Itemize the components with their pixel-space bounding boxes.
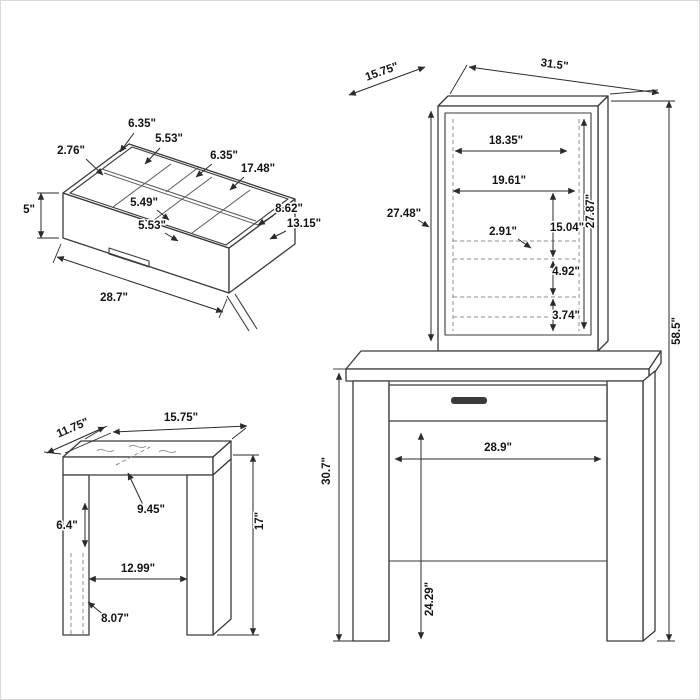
stool-inner-width-label: 12.99" — [121, 563, 155, 575]
stool-body — [62, 440, 232, 636]
dim-stool-height: 17" — [217, 454, 268, 636]
desk-drawer-front — [388, 384, 608, 422]
mirror-front-face — [437, 105, 599, 352]
stool-depth-label: 11.75" — [55, 416, 91, 440]
drawer-1748-label: 17.48" — [241, 163, 275, 175]
dim-drawer-635b: 6.35" — [195, 149, 239, 178]
stool-right-leg — [186, 474, 214, 636]
dim-stool-inner-width: 12.99" — [88, 562, 188, 583]
dim-stool-leg: 8.07" — [87, 601, 130, 627]
stool-diagram: 11.75" 15.75" 9.45" 6.4" 17" 12.99" — [43, 411, 268, 636]
dim-mirror-291: 2.91" — [488, 225, 532, 249]
drawer-height-label: 5" — [23, 204, 35, 216]
vanity-depth-label: 15.75" — [364, 61, 400, 84]
vanity-diagram: 15.75" 31.5" 18.35" 19.61" 27.87" 27.48" — [320, 56, 685, 642]
mirror-492-label: 4.92" — [552, 266, 580, 278]
desk-drawer-handle — [451, 397, 487, 404]
dim-drawer-1315: 13.15" — [269, 217, 323, 240]
drawer-width-label: 28.7" — [100, 292, 128, 304]
dim-drawer-height: 5" — [22, 192, 59, 239]
dim-mirror-374: 3.74" — [549, 298, 581, 332]
dim-mirror-1961: 19.61" — [452, 174, 576, 195]
drawer-diagram: 2.76" 6.35" 5.53" 6.35" 17.48" 5" 5.49" — [22, 117, 323, 332]
mirror-1835-label: 18.35" — [489, 135, 523, 147]
dim-drawer-553a: 5.53" — [144, 132, 184, 165]
stool-height-label: 17" — [254, 512, 266, 530]
mirror-hidden-shelves — [452, 119, 580, 331]
mirror-2787-label: 27.87" — [585, 194, 597, 228]
desk-inner-width-label: 28.9" — [484, 442, 512, 454]
desk-body — [345, 350, 662, 642]
mirror-374-label: 3.74" — [552, 310, 580, 322]
stool-width-label: 15.75" — [164, 412, 198, 424]
dim-mirror-1835: 18.35" — [454, 134, 568, 155]
desk-left-panel — [352, 380, 390, 642]
desk-right-panel — [606, 380, 644, 642]
dim-stool-width: 15.75" — [64, 411, 248, 454]
desk-height-label: 30.7" — [321, 457, 333, 485]
mirror-2748-label: 27.48" — [387, 208, 421, 220]
drawer-635a-label: 6.35" — [128, 118, 156, 130]
drawer-553b-label: 5.53" — [138, 220, 166, 232]
stool-seat-front — [62, 456, 214, 476]
dim-drawer-553b: 5.53" — [137, 219, 179, 242]
mirror-1961-label: 19.61" — [492, 175, 526, 187]
dim-mirror-2748: 27.48" — [385, 110, 435, 342]
drawer-553a-label: 5.53" — [155, 133, 183, 145]
dim-drawer-549: 5.49" — [129, 196, 170, 221]
dim-vanity-width: 31.5" — [449, 56, 660, 96]
drawer-slide-rails — [226, 293, 258, 332]
desk-right-panel-side — [642, 370, 656, 642]
drawer-1315-label: 13.15" — [287, 218, 321, 230]
dim-drawer-1748: 17.48" — [229, 162, 277, 191]
mirror-right-face — [597, 95, 609, 352]
stool-seat-depth-label: 9.45" — [137, 504, 165, 516]
drawer-276-label: 2.76" — [57, 145, 85, 157]
dim-drawer-862: 8.62" — [257, 202, 304, 226]
dim-drawer-276: 2.76" — [56, 144, 104, 176]
dim-drawer-635a: 6.35" — [119, 117, 157, 153]
dim-drawer-overall-width: 28.7" — [52, 243, 228, 319]
dim-vanity-depth: 15.75" — [348, 59, 426, 96]
dim-stool-64: 6.4" — [55, 502, 89, 548]
mirror-inner-frame — [444, 112, 592, 336]
mirror-cabinet — [437, 95, 609, 352]
dim-desk-height: 30.7" — [320, 368, 353, 642]
desk-top-surface — [345, 350, 662, 370]
stool-64-label: 6.4" — [56, 520, 77, 532]
dim-mirror-492: 4.92" — [549, 260, 581, 296]
vanity-width-label: 31.5" — [540, 57, 569, 73]
drawer-inner-rim — [69, 146, 289, 246]
drawer-top-rim — [62, 143, 296, 249]
stool-left-leg — [62, 474, 90, 636]
desk-top-front-edge — [345, 368, 650, 382]
vanity-total-height-label: 58.5" — [671, 317, 683, 345]
drawer-635b-label: 6.35" — [210, 150, 238, 162]
dim-mirror-2787: 27.87" — [580, 118, 599, 330]
dim-desk-inner-width: 28.9" — [394, 441, 602, 463]
desk-knee-height-label: 24.29" — [424, 582, 436, 616]
drawer-549-label: 5.49" — [130, 197, 158, 209]
mirror-291-label: 2.91" — [489, 226, 517, 238]
dim-mirror-1504: 15.04" — [548, 192, 586, 258]
drawer-dividers — [101, 163, 259, 234]
mirror-top-face — [437, 95, 609, 107]
stool-leg-label: 8.07" — [101, 613, 129, 625]
dim-desk-knee-height: 24.29" — [417, 432, 438, 640]
stool-right-leg-side — [212, 458, 232, 636]
dim-vanity-total-height: 58.5" — [611, 100, 685, 642]
dim-stool-seat-depth: 9.45" — [127, 472, 166, 518]
mirror-1504-label: 15.04" — [550, 222, 584, 234]
drawer-862-label: 8.62" — [275, 203, 303, 215]
